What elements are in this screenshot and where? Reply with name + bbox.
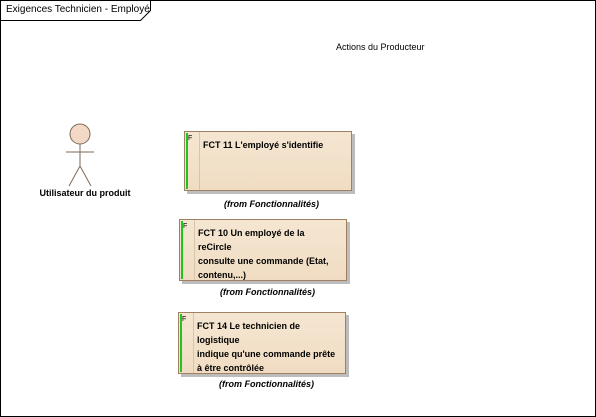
requirement-separator — [199, 132, 200, 190]
requirement-text: FCT 10 Un employé de la reCircle consult… — [198, 228, 329, 280]
requirement-status-bar — [181, 221, 183, 279]
requirement-fct-10[interactable]: F FCT 10 Un employé de la reCircle consu… — [179, 219, 347, 281]
actor[interactable] — [50, 120, 114, 190]
requirement-fct-11[interactable]: F FCT 11 L'employé s'identifie — [184, 131, 352, 191]
requirement-text: FCT 11 L'employé s'identifie — [203, 140, 324, 150]
requirement-text: FCT 14 Le technicien de logistique indiq… — [197, 321, 336, 373]
requirement-status-bar — [180, 314, 182, 372]
diagram-title: Exigences Technicien - Employé — [6, 4, 150, 15]
requirement-stereotype: F — [188, 135, 193, 142]
stick-figure-icon — [66, 123, 94, 187]
actor-label: Utilisateur du produit — [39, 188, 131, 198]
requirement-separator — [194, 220, 195, 280]
requirement-stereotype: F — [183, 223, 188, 230]
requirement-source: (from Fonctionnalités) — [224, 199, 319, 209]
requirement-status-bar — [186, 133, 188, 189]
requirement-source: (from Fonctionnalités) — [219, 379, 314, 389]
partition-label: Actions du Producteur — [336, 42, 425, 52]
requirement-source: (from Fonctionnalités) — [220, 287, 315, 297]
requirement-stereotype: F — [182, 316, 187, 323]
requirement-fct-14[interactable]: F FCT 14 Le technicien de logistique ind… — [178, 312, 346, 374]
requirement-separator — [193, 313, 194, 373]
